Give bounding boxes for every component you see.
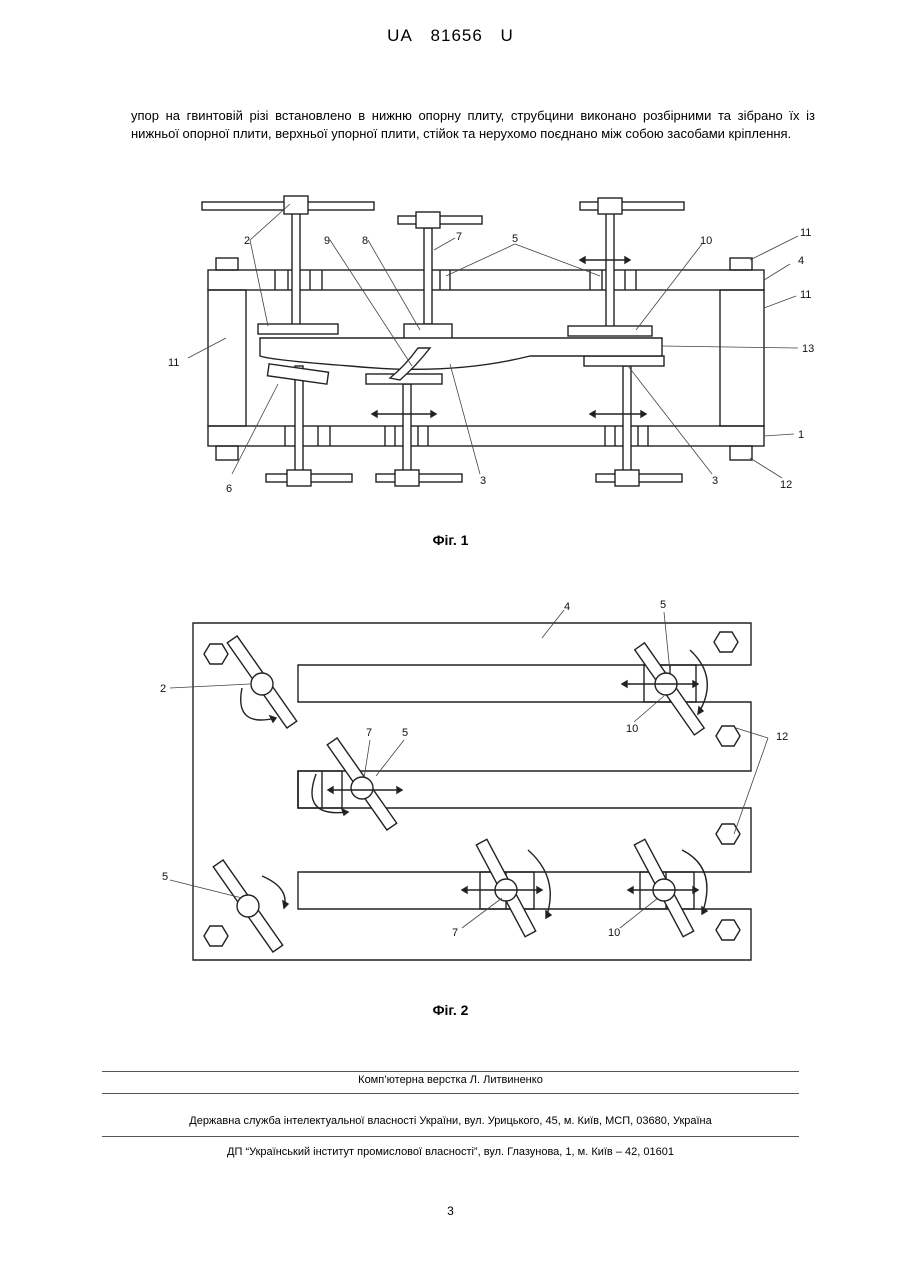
fig1-label-8: 8 — [362, 235, 368, 247]
fig2-label-10-top: 10 — [626, 723, 638, 735]
fig2-label-12: 12 — [776, 731, 788, 743]
fig2-label-5-top: 5 — [660, 599, 666, 611]
fig1-label-2: 2 — [244, 235, 250, 247]
page-number: 3 — [0, 1204, 901, 1218]
country-code: UA — [387, 26, 413, 45]
fig1-label-9: 9 — [324, 235, 330, 247]
fig2-label-7-bottom: 7 — [452, 927, 458, 939]
fig1-label-12: 12 — [780, 479, 792, 491]
patent-header: UA 81656 U — [0, 26, 901, 46]
fig1-label-4: 4 — [798, 255, 804, 267]
fig1-label-3b: 3 — [712, 475, 718, 487]
fig1-label-11-right: 11 — [800, 289, 811, 301]
fig2-label-4: 4 — [564, 601, 570, 613]
fig2-label-5-bottom: 5 — [162, 871, 168, 883]
fig1-label-1: 1 — [798, 429, 804, 441]
fig1-label-5: 5 — [512, 233, 518, 245]
fig1-label-7: 7 — [456, 231, 462, 243]
left-post — [208, 290, 246, 426]
claim-text: упор на гвинтовій різі встановлено в ниж… — [131, 107, 815, 143]
footer-institute: ДП “Український інститут промислової вла… — [0, 1146, 901, 1158]
figure-1-drawing: 2 9 8 7 5 10 11 4 11 11 13 1 6 3 3 12 — [150, 188, 830, 508]
footer-layout-credit: Комп’ютерна верстка Л. Литвиненко — [0, 1074, 901, 1086]
fig1-label-11-top: 11 — [800, 227, 811, 239]
fig1-label-3a: 3 — [480, 475, 486, 487]
fig1-label-13: 13 — [802, 343, 814, 355]
fig1-label-11-left: 11 — [168, 357, 179, 369]
fig1-label-10: 10 — [700, 235, 712, 247]
fig2-label-5-mid: 5 — [402, 727, 408, 739]
figure-2-caption: Фіг. 2 — [0, 1002, 901, 1018]
footer-rule-bottom — [102, 1136, 799, 1137]
lower-plate — [208, 426, 764, 446]
footer-rule-middle — [102, 1093, 799, 1094]
footer-office: Державна служба інтелектуальної власност… — [0, 1115, 901, 1127]
patent-kind: U — [501, 26, 514, 45]
figure-1-caption: Фіг. 1 — [0, 532, 901, 548]
right-post — [720, 290, 764, 426]
fig2-label-2: 2 — [160, 683, 166, 695]
figure-2-drawing: 4 5 2 10 7 5 12 5 7 10 — [150, 588, 810, 978]
patent-number: 81656 — [431, 26, 483, 45]
fig2-label-10-bottom: 10 — [608, 927, 620, 939]
fig1-label-6: 6 — [226, 483, 232, 495]
footer-rule-top — [102, 1071, 799, 1072]
fig2-label-7-mid: 7 — [366, 727, 372, 739]
